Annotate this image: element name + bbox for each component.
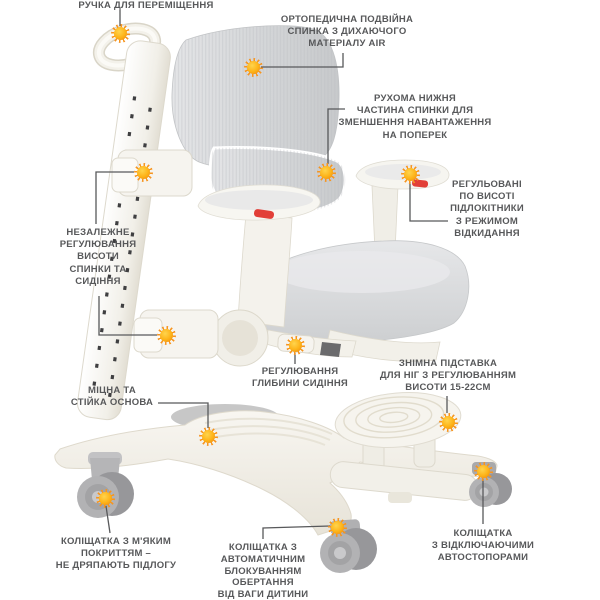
chair-base bbox=[54, 404, 498, 536]
label-line: КОЛІЩАТКА З М'ЯКИМ bbox=[60, 536, 172, 547]
label-line: РУЧКА ДЛЯ ПЕРЕМІЩЕННЯ bbox=[78, 0, 214, 11]
chair-backrest-upper bbox=[171, 25, 340, 170]
chair-footrest bbox=[329, 392, 479, 503]
chair-seat bbox=[250, 240, 470, 343]
label-line: СИДІННЯ bbox=[75, 275, 121, 287]
caster-wheel-center bbox=[320, 519, 377, 573]
leader-line-armrests bbox=[409, 182, 448, 222]
feature-marker-handle-sun-icon[interactable] bbox=[110, 23, 130, 43]
label-line: ЗМЕНШЕННЯ НАВАНТАЖЕННЯ bbox=[338, 117, 492, 129]
leader-line-wheels-soft bbox=[105, 505, 111, 534]
feature-marker-footrest-sun-icon[interactable] bbox=[438, 412, 458, 432]
label-line: КОЛІЩАТКА З bbox=[228, 542, 298, 553]
leader-line-wheels-autolock bbox=[262, 525, 331, 539]
label-line: ВІД ВАГИ ДИТИНИ bbox=[217, 589, 309, 600]
feature-marker-base-sun-icon[interactable] bbox=[198, 426, 218, 446]
label-handle: РУЧКА ДЛЯ ПЕРЕМІЩЕННЯ bbox=[78, 0, 213, 12]
feature-marker-lumbar-sun-icon[interactable] bbox=[316, 162, 336, 182]
label-line: З ВІДКЛЮЧАЮЧИМИ bbox=[431, 540, 535, 552]
label-line: РУХОМА НИЖНЯ bbox=[374, 93, 456, 104]
label-line: ПО ВИСОТІ bbox=[459, 191, 515, 203]
label-line: НЕЗАЛЕЖНЕ bbox=[66, 227, 130, 238]
label-line: АВТОМАТИЧНИМ bbox=[220, 553, 306, 565]
label-line: МАТЕРІАЛУ AIR bbox=[308, 38, 386, 50]
leader-line-lumbar bbox=[327, 108, 345, 164]
label-line: АВТОСТОПОРАМИ bbox=[437, 552, 529, 564]
label-line: ЗНІМНА ПІДСТАВКА bbox=[398, 358, 498, 369]
leader-line-base bbox=[158, 402, 209, 428]
feature-marker-backrest-sun-icon[interactable] bbox=[243, 57, 263, 77]
label-line: ГЛИБИНИ СИДІННЯ bbox=[251, 378, 349, 390]
label-line: СПИНКИ ТА bbox=[69, 263, 127, 275]
feature-marker-seat-depth-sun-icon[interactable] bbox=[285, 335, 305, 355]
label-line: З РЕЖИМОМ bbox=[455, 215, 519, 227]
label-seat-depth: РЕГУЛЮВАННЯ ГЛИБИНИ СИДІННЯ bbox=[252, 366, 348, 390]
label-wheels-autostop: КОЛІЩАТКА З ВІДКЛЮЧАЮЧИМИ АВТОСТОПОРАМИ bbox=[432, 528, 534, 565]
label-line: МІЦНА ТА bbox=[88, 385, 136, 396]
feature-marker-wheel-left-sun-icon[interactable] bbox=[95, 488, 115, 508]
label-armrests: РЕГУЛЬОВАНІ ПО ВИСОТІ ПІДЛОКІТНИКИ З РЕЖ… bbox=[450, 179, 524, 240]
label-wheels-autolock: КОЛІЩАТКА З АВТОМАТИЧНИМ БЛОКУВАННЯМ ОБЕ… bbox=[218, 542, 309, 600]
feature-marker-wheel-center-sun-icon[interactable] bbox=[327, 517, 347, 537]
label-base: МІЦНА ТА СТІЙКА ОСНОВА bbox=[71, 385, 153, 409]
label-line: ЧАСТИНА СПИНКИ ДЛЯ bbox=[356, 105, 474, 117]
armrest-release-lever-left bbox=[253, 209, 275, 219]
leader-line-height-lower bbox=[98, 296, 157, 336]
label-line: РЕГУЛЮВАННЯ bbox=[261, 366, 339, 377]
label-line: ПІДЛОКІТНИКИ bbox=[450, 203, 524, 215]
label-line: НЕ ДРЯПАЮТЬ ПІДЛОГУ bbox=[55, 560, 177, 572]
label-lumbar: РУХОМА НИЖНЯ ЧАСТИНА СПИНКИ ДЛЯ ЗМЕНШЕНН… bbox=[338, 93, 491, 142]
label-line: ОРТОПЕДИЧНА ПОДВІЙНА bbox=[280, 14, 414, 25]
feature-marker-backrest-height-sun-icon[interactable] bbox=[133, 162, 153, 182]
label-backrest: ОРТОПЕДИЧНА ПОДВІЙНА СПИНКА З ДИХАЮЧОГО … bbox=[281, 14, 413, 51]
backrest-height-clamp bbox=[111, 149, 193, 197]
leader-line-backrest bbox=[261, 53, 344, 68]
chair-column bbox=[77, 40, 171, 421]
feature-marker-armrest-sun-icon[interactable] bbox=[400, 164, 420, 184]
label-line: ВІДКИДАННЯ bbox=[454, 227, 520, 239]
label-line: РЕГУЛЬОВАНІ bbox=[452, 179, 522, 190]
label-line: РЕГУЛЮВАННЯ bbox=[59, 239, 137, 251]
label-line: СТІЙКА ОСНОВА bbox=[70, 397, 154, 409]
label-line: ДЛЯ НІГ З РЕГУЛЮВАННЯМ bbox=[379, 370, 517, 382]
seat-depth-slider bbox=[320, 342, 341, 357]
label-line: КОЛІЩАТКА bbox=[453, 528, 513, 539]
label-line: СПИНКА З ДИХАЮЧОГО bbox=[287, 26, 407, 38]
label-height: НЕЗАЛЕЖНЕ РЕГУЛЮВАННЯ ВИСОТИ СПИНКИ ТА С… bbox=[60, 227, 137, 288]
label-wheels-soft: КОЛІЩАТКА З М'ЯКИМ ПОКРИТТЯМ – НЕ ДРЯПАЮ… bbox=[56, 536, 176, 573]
chair-armrest-left bbox=[197, 184, 321, 367]
label-line: НА ПОПЕРЕК bbox=[382, 129, 448, 141]
feature-marker-seat-height-sun-icon[interactable] bbox=[156, 325, 176, 345]
label-line: ВИСОТИ bbox=[77, 251, 119, 263]
leader-line-height-upper bbox=[95, 171, 134, 224]
label-line: БЛОКУВАННЯМ bbox=[224, 565, 302, 577]
label-line: ПОКРИТТЯМ – bbox=[80, 548, 152, 560]
feature-marker-footrest-wheel-sun-icon[interactable] bbox=[473, 461, 493, 481]
label-footrest: ЗНІМНА ПІДСТАВКА ДЛЯ НІГ З РЕГУЛЮВАННЯМ … bbox=[380, 358, 516, 395]
label-line: ОБЕРТАННЯ bbox=[232, 577, 294, 589]
label-line: ВИСОТИ 15-22СМ bbox=[405, 382, 491, 394]
